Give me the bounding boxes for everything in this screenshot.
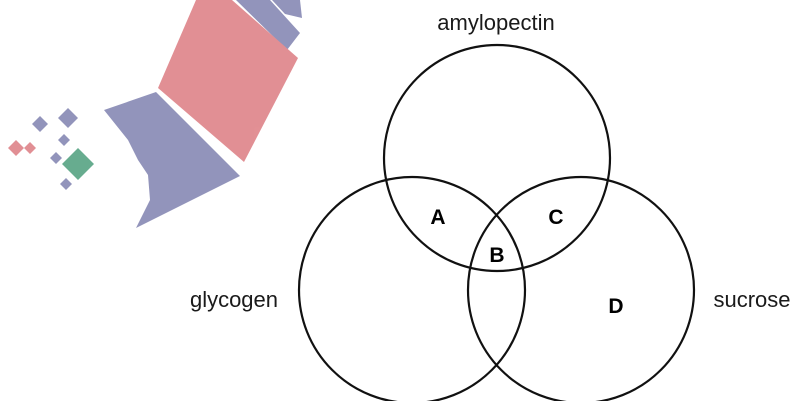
watermark-shape [62, 148, 94, 180]
set-label-glycogen: glycogen [190, 287, 278, 312]
region-label-a: A [430, 206, 445, 229]
set-label-sucrose: sucrose [713, 287, 790, 312]
region-label-d: D [608, 295, 623, 318]
watermark-shape [24, 142, 36, 154]
watermark-shape [32, 116, 48, 132]
watermark-shape [60, 178, 72, 190]
watermark-logo [8, 0, 302, 228]
watermark-shape [50, 152, 62, 164]
watermark-shape [236, 0, 300, 50]
region-label-b: B [489, 244, 504, 267]
watermark-shape [104, 92, 240, 228]
watermark-shape [272, 0, 302, 18]
circle-sucrose [466, 175, 696, 401]
region-label-c: C [548, 206, 563, 229]
watermark-shape [158, 0, 298, 162]
circle-glycogen [297, 175, 527, 401]
watermark-shape [8, 140, 24, 156]
watermark-shape [58, 134, 70, 146]
set-label-amylopectin: amylopectin [437, 10, 554, 35]
circle-amylopectin [382, 43, 612, 273]
watermark-shape [58, 108, 78, 128]
